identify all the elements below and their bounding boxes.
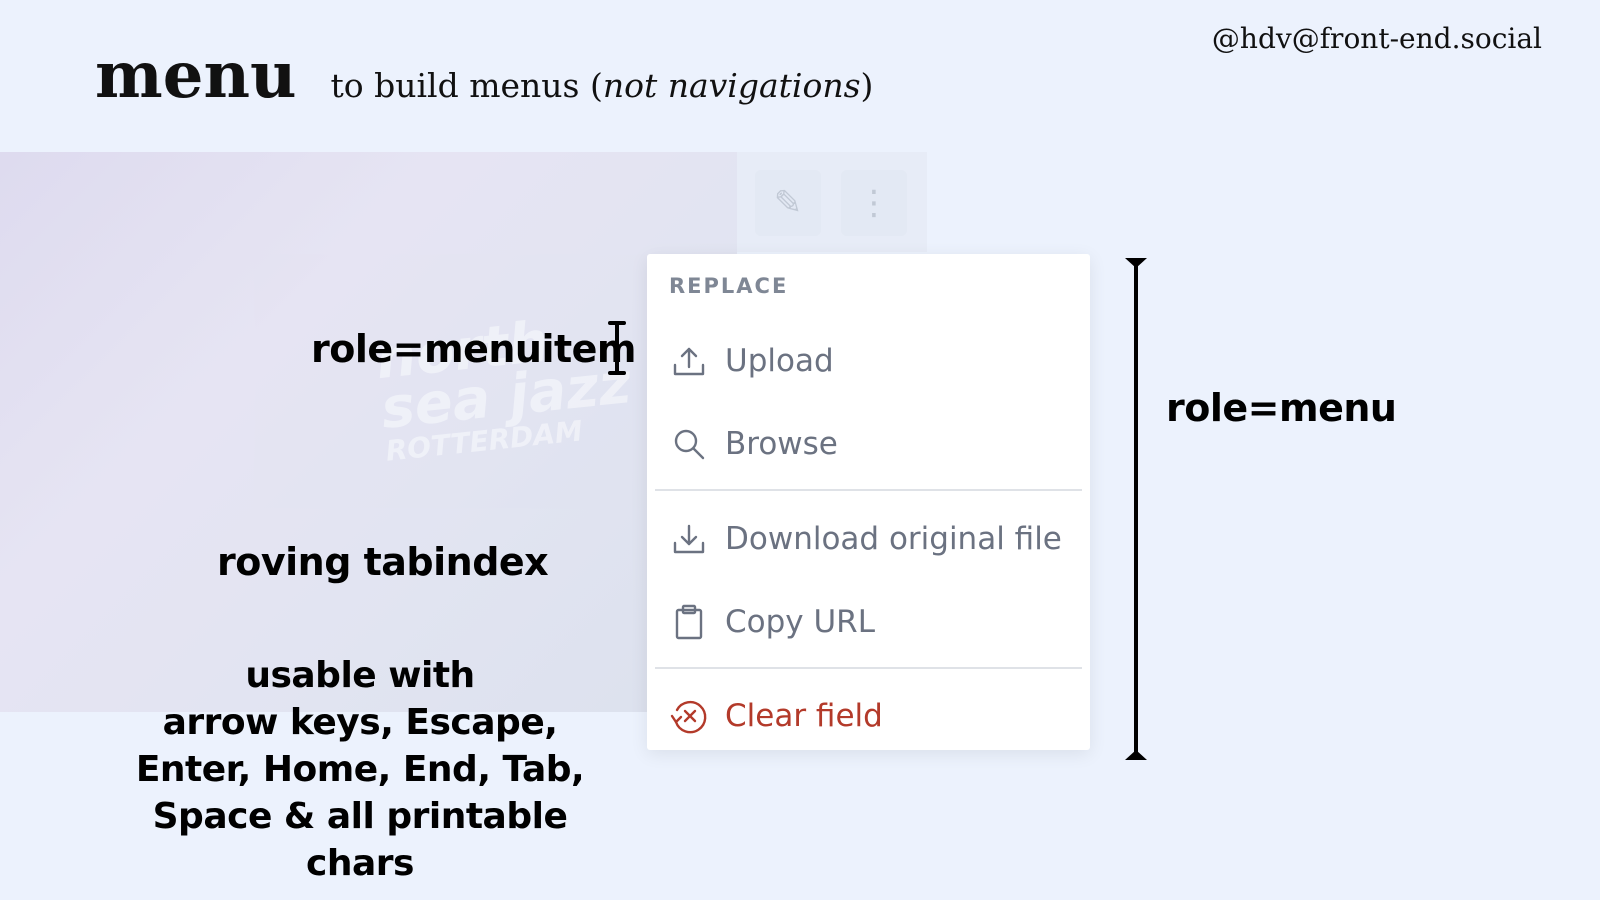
- upload-icon: [669, 341, 709, 381]
- menu-group-label: REPLACE: [669, 274, 789, 298]
- annotation-keyboard-usage: usable with arrow keys, Escape, Enter, H…: [105, 652, 615, 887]
- menu-item-download[interactable]: Download original file: [647, 504, 1090, 574]
- menu-separator: [655, 489, 1082, 491]
- more-vertical-icon: ⋮: [841, 170, 907, 236]
- slide-subtitle: to build menus (not navigations): [331, 66, 874, 105]
- clipboard-icon: [669, 602, 709, 642]
- subtitle-italic: not navigations: [602, 66, 861, 105]
- text-cursor-icon: [608, 321, 626, 375]
- menu-item-clear-field[interactable]: Clear field: [647, 681, 1090, 751]
- annotation-menu: role=menu: [1166, 386, 1397, 430]
- menu-item-label: Clear field: [725, 698, 883, 734]
- download-icon: [669, 519, 709, 559]
- menu-item-label: Browse: [725, 426, 838, 462]
- background-toolbar: ✎ ⋮: [737, 152, 927, 252]
- slide-title: menu: [95, 38, 297, 113]
- slide-header: menu to build menus (not navigations): [95, 38, 873, 113]
- menu-item-browse[interactable]: Browse: [647, 409, 1090, 479]
- author-handle: @hdv@front-end.social: [1211, 22, 1542, 55]
- pencil-icon: ✎: [755, 170, 821, 236]
- menu-separator: [655, 667, 1082, 669]
- menu-item-upload[interactable]: Upload: [647, 326, 1090, 396]
- subtitle-prefix: to build menus (: [330, 66, 603, 105]
- annotation-menuitem: role=menuitem: [311, 327, 637, 371]
- annotation-roving-tabindex: roving tabindex: [217, 540, 549, 584]
- usage-line: Space & all printable chars: [152, 796, 568, 884]
- menu-item-label: Upload: [725, 343, 834, 379]
- menu-item-label: Download original file: [725, 521, 1062, 557]
- menu-item-label: Copy URL: [725, 604, 875, 640]
- usage-line: usable with: [245, 655, 475, 696]
- menu-bracket: [1125, 258, 1147, 760]
- menu-item-copy-url[interactable]: Copy URL: [647, 587, 1090, 657]
- usage-line: arrow keys, Escape,: [162, 702, 558, 743]
- subtitle-suffix: ): [860, 66, 874, 105]
- search-icon: [669, 424, 709, 464]
- usage-line: Enter, Home, End, Tab,: [135, 749, 585, 790]
- clear-icon: [669, 696, 709, 736]
- context-menu: REPLACE Upload Browse: [647, 254, 1090, 750]
- background-photo: north sea jazz ROTTERDAM: [0, 152, 737, 712]
